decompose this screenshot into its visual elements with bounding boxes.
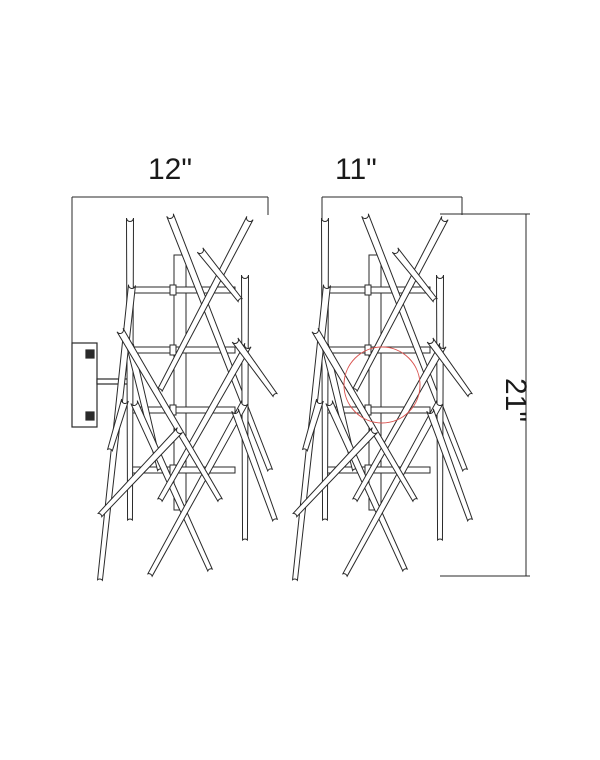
side-rod (231, 337, 279, 398)
detail-highlight-circle (343, 346, 421, 424)
front-view-fixture (291, 213, 474, 582)
side-rod (156, 216, 254, 393)
side-rod (231, 408, 279, 523)
front-rod (311, 327, 419, 503)
side-rod (97, 427, 183, 518)
front-rod (301, 398, 324, 452)
front-rod (426, 337, 474, 398)
side-rod (146, 400, 249, 578)
side-rod (106, 398, 129, 452)
front-rod (391, 247, 439, 303)
front-width-label: 11" (335, 153, 377, 186)
side-connector-joint (169, 344, 177, 356)
front-rod (292, 427, 378, 518)
mounting-arm (96, 378, 132, 385)
side-rod (156, 343, 252, 503)
front-rod (351, 343, 447, 503)
mount-screw-top (85, 349, 95, 359)
mount-screw-bottom (85, 411, 95, 421)
dimension-lines (71, 196, 530, 577)
height-label: 21" (499, 377, 532, 423)
front-rod (341, 400, 444, 578)
side-view-fixture (96, 213, 279, 582)
side-connector-arm (129, 286, 236, 294)
front-rod (426, 408, 474, 523)
side-rod (196, 247, 244, 303)
side-connector-joint (169, 284, 177, 296)
front-connector-arm (324, 286, 431, 294)
front-connector-joint (364, 284, 372, 296)
side-rod (116, 327, 224, 503)
side-width-label: 12" (148, 153, 193, 186)
